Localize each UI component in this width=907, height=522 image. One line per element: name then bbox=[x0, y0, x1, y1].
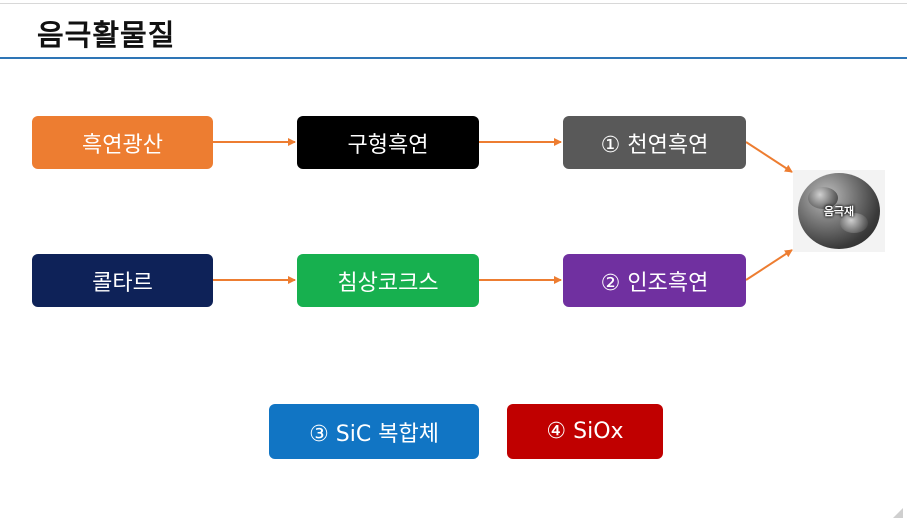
anode-material-image: 음극재 bbox=[793, 170, 885, 252]
box-needle-coke: 침상코크스 bbox=[297, 254, 479, 307]
box-sic-composite-label: ③ SiC 복합체 bbox=[309, 421, 439, 447]
arrow-natural-to-product bbox=[745, 141, 793, 173]
box-sic-composite: ③ SiC 복합체 bbox=[269, 404, 479, 459]
box-graphite-mine-label: 흑연광산 bbox=[82, 132, 163, 158]
box-natural-graphite: ① 천연흑연 bbox=[563, 116, 746, 169]
anode-material-label: 음극재 bbox=[823, 205, 855, 218]
graphite-particle-icon: 음극재 bbox=[798, 173, 880, 249]
title-underline bbox=[0, 57, 907, 59]
box-siox-label: ④ SiOx bbox=[546, 419, 624, 444]
arrow-artificial-to-product bbox=[745, 249, 793, 281]
box-coal-tar: 콜타르 bbox=[32, 254, 213, 307]
top-border bbox=[0, 3, 907, 4]
box-natural-graphite-label: ① 천연흑연 bbox=[600, 132, 709, 158]
box-needle-coke-label: 침상코크스 bbox=[337, 270, 439, 296]
box-spherical-graphite: 구형흑연 bbox=[297, 116, 479, 169]
box-artificial-graphite-label: ② 인조흑연 bbox=[600, 270, 709, 296]
box-siox: ④ SiOx bbox=[507, 404, 663, 459]
resize-corner-icon bbox=[893, 508, 903, 518]
page-title: 음극활물질 bbox=[37, 18, 176, 52]
box-coal-tar-label: 콜타르 bbox=[92, 270, 153, 296]
box-graphite-mine: 흑연광산 bbox=[32, 116, 213, 169]
box-artificial-graphite: ② 인조흑연 bbox=[563, 254, 746, 307]
box-spherical-graphite-label: 구형흑연 bbox=[347, 132, 429, 158]
